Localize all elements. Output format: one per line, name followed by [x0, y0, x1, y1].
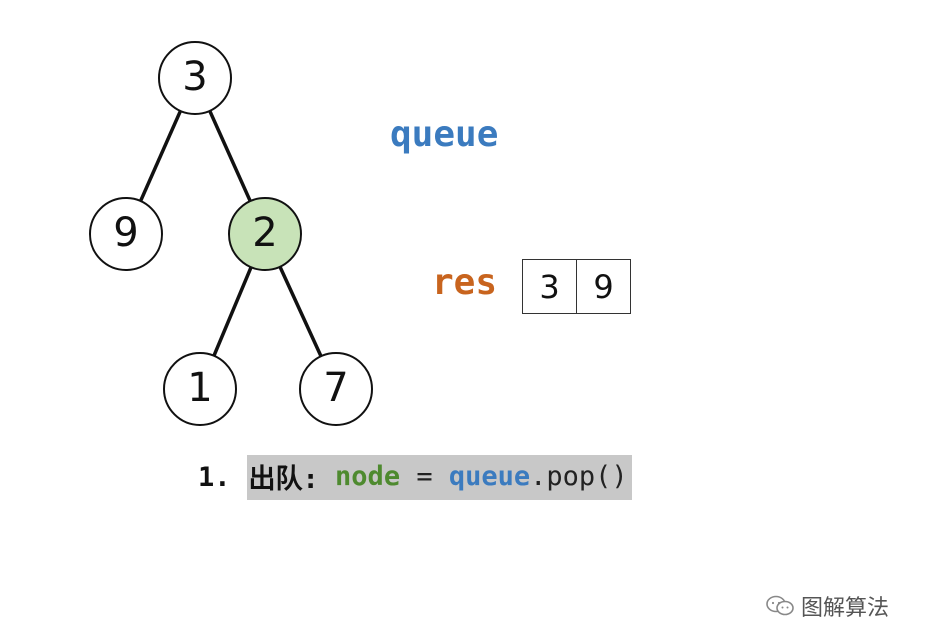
step-label: 出队:	[248, 464, 319, 495]
tree-node-circle	[158, 41, 232, 115]
tree-edge	[278, 266, 323, 357]
tree-node-circle	[228, 197, 302, 271]
tree-node: 2	[228, 197, 302, 271]
code-var-node: node	[335, 461, 401, 492]
watermark: 图解算法	[765, 590, 889, 622]
watermark-text: 图解算法	[801, 596, 890, 621]
res-cell: 3	[539, 267, 560, 306]
res-array: 3 9	[522, 259, 631, 314]
tree-node: 7	[299, 352, 373, 426]
code-equals: =	[400, 461, 449, 492]
tree-node-circle	[89, 197, 163, 271]
tree-node-label: 2	[252, 210, 277, 256]
tree-edge	[138, 110, 183, 202]
code-var-queue: queue	[448, 461, 531, 492]
step-number: 1.	[198, 462, 231, 493]
tree-node-circle	[163, 352, 237, 426]
tree-node-label: 3	[182, 54, 207, 100]
wechat-icon	[766, 595, 794, 616]
tree-node-label: 9	[113, 210, 138, 256]
tree-node: 9	[89, 197, 163, 271]
tree-node: 1	[163, 352, 237, 426]
tree-node-label: 1	[187, 365, 212, 411]
res-label: res	[432, 262, 498, 303]
code-snippet: 出队: node = queue.pop()	[246, 455, 632, 500]
tree-edge	[208, 110, 252, 202]
code-call: .pop()	[530, 461, 628, 492]
tree-node: 3	[158, 41, 232, 115]
step-line: 1. 出队: node = queue.pop()	[198, 455, 632, 500]
tree-node-circle	[299, 352, 373, 426]
res-cell: 9	[576, 260, 630, 313]
tree-node-label: 7	[323, 365, 348, 411]
tree-edge	[212, 266, 253, 357]
queue-label: queue	[390, 114, 499, 155]
